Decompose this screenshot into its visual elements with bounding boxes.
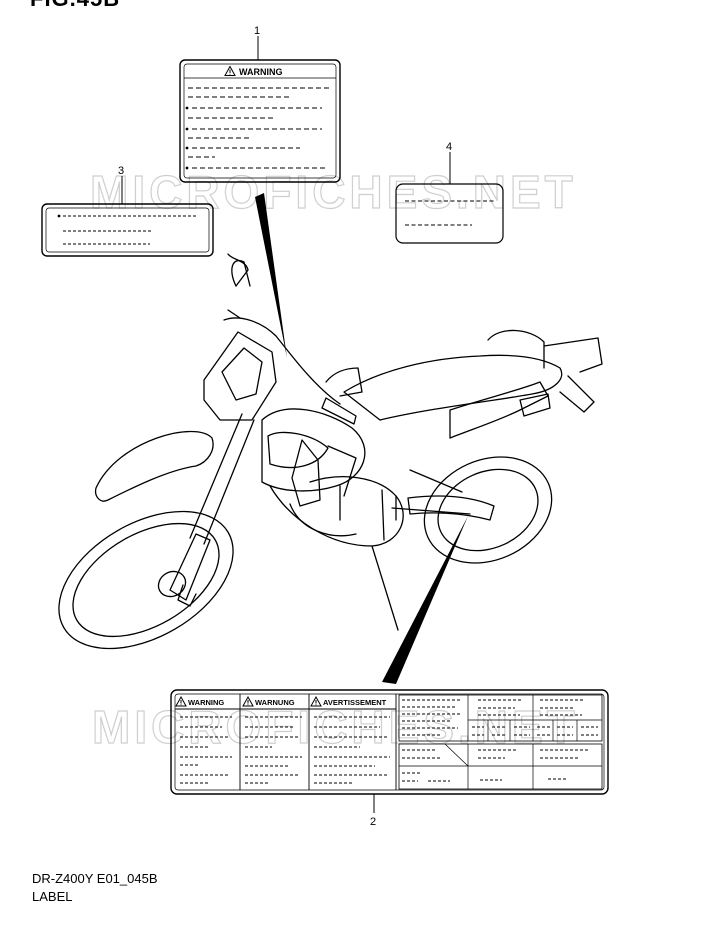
callout-2: 2 [370,816,376,828]
callout-3: 3 [118,165,124,177]
motorcycle-illustration [58,253,603,650]
watermark-top: MICROFICHES.NET [90,166,577,218]
label-2-heading-warnung: WARNUNG [255,698,295,707]
warning-triangle-icon [224,66,236,76]
section-name: LABEL [32,889,73,904]
label-2-heading-avertissement: AVERTISSEMENT [323,698,387,707]
model-code: DR-Z400Y E01_045B [32,871,158,886]
pointer-label-2 [382,516,468,684]
label-2-heading-warning: WARNING [188,698,224,707]
figure-title: FIG.45B [30,0,120,12]
pointer-label-1 [255,193,287,358]
label-1: WARNING [179,59,341,183]
callout-4: 4 [446,141,452,153]
leader-lines [121,36,451,813]
label-1-heading: WARNING [239,67,283,77]
label-3 [41,203,214,257]
callout-1: 1 [254,25,260,37]
label-2: WARNING WARNUNG AVERTISSEMENT [170,689,609,795]
